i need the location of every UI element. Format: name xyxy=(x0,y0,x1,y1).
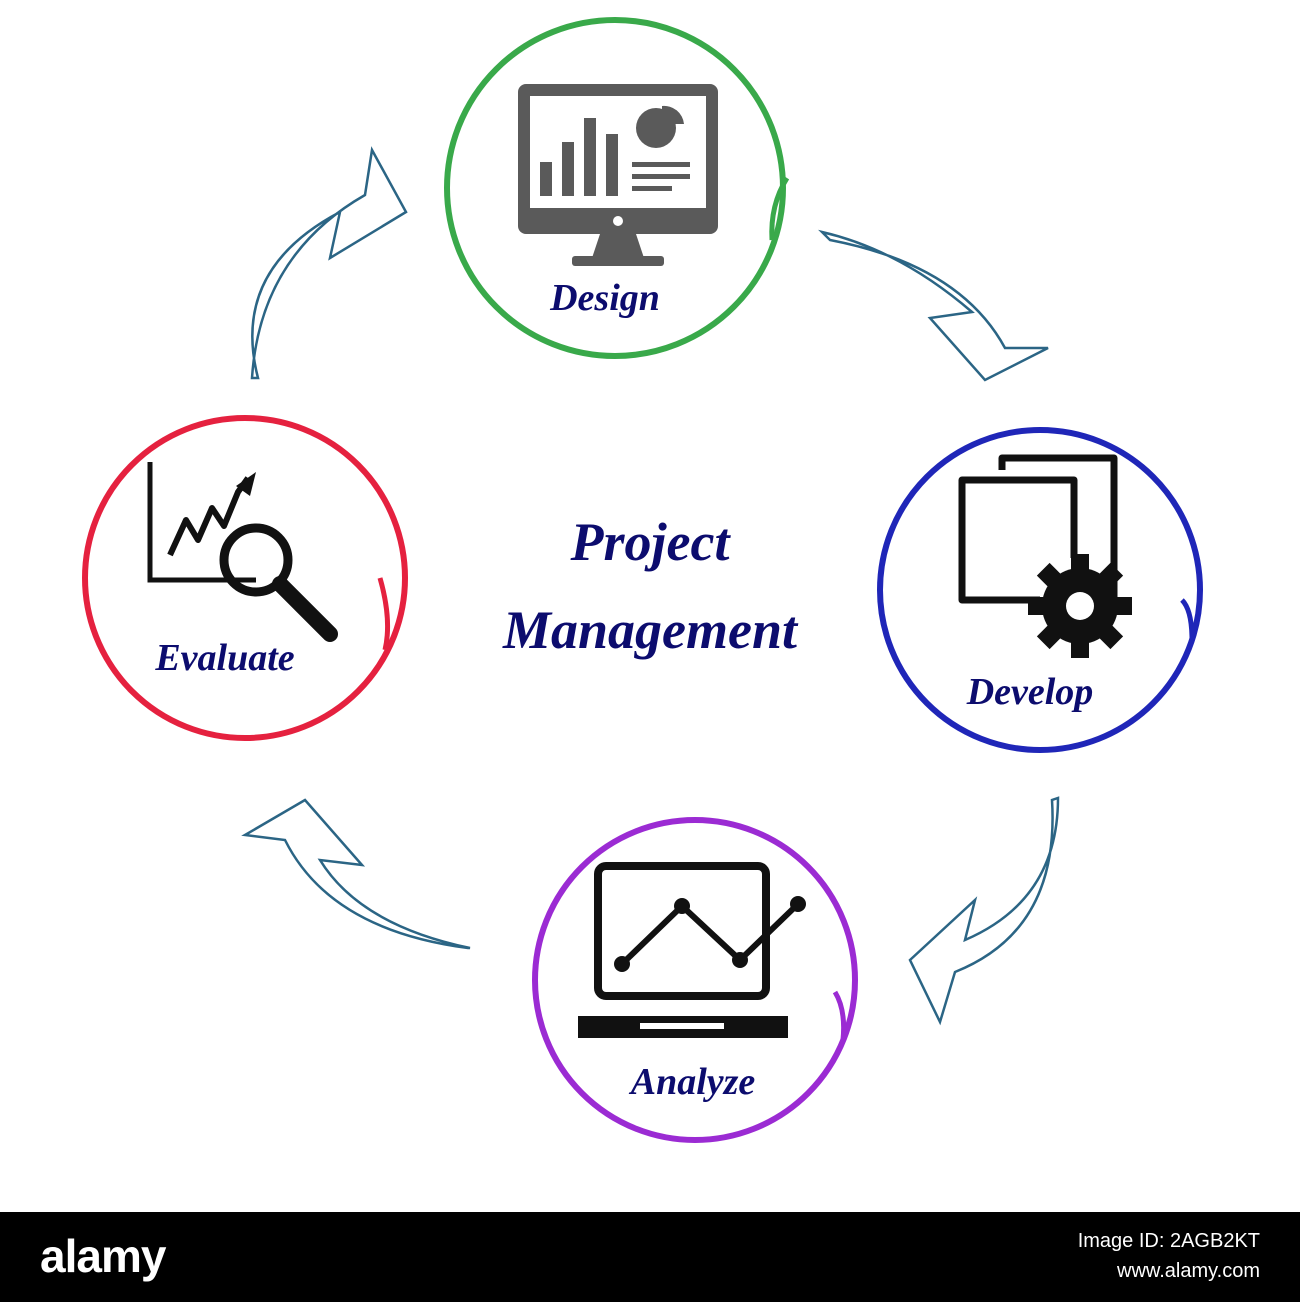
arrow-design-to-develop xyxy=(818,229,1049,382)
laptop-line-chart-icon xyxy=(578,862,806,1038)
develop-circle xyxy=(877,427,1203,753)
diagram-title-line-2: Management xyxy=(502,600,798,660)
stage-label-evaluate: Evaluate xyxy=(155,637,295,679)
chart-magnifier-icon xyxy=(147,462,338,642)
design-circle xyxy=(444,17,790,359)
stage-label-analyze: Analyze xyxy=(630,1061,756,1103)
evaluate-circle xyxy=(82,415,408,741)
stage-label-develop: Develop xyxy=(966,671,1094,713)
diagram-canvas: Project Management Design Develop Analyz… xyxy=(82,17,1203,1143)
monitor-chart-icon xyxy=(518,84,718,266)
documents-gear-icon xyxy=(958,454,1132,658)
arrow-develop-to-analyze xyxy=(908,796,1060,1026)
arrow-analyze-to-evaluate xyxy=(241,798,471,950)
image-url-text: www.alamy.com xyxy=(1117,1260,1260,1282)
arrow-evaluate-to-design xyxy=(250,146,408,380)
stage-label-design: Design xyxy=(550,277,660,319)
watermark-footer xyxy=(0,1212,1300,1302)
analyze-circle xyxy=(532,817,858,1143)
diagram-svg xyxy=(82,17,1203,1143)
diagram-title-line-1: Project xyxy=(570,512,730,572)
brand-logo: alamy xyxy=(40,1230,166,1282)
image-id-text: Image ID: 2AGB2KT xyxy=(1077,1230,1260,1252)
